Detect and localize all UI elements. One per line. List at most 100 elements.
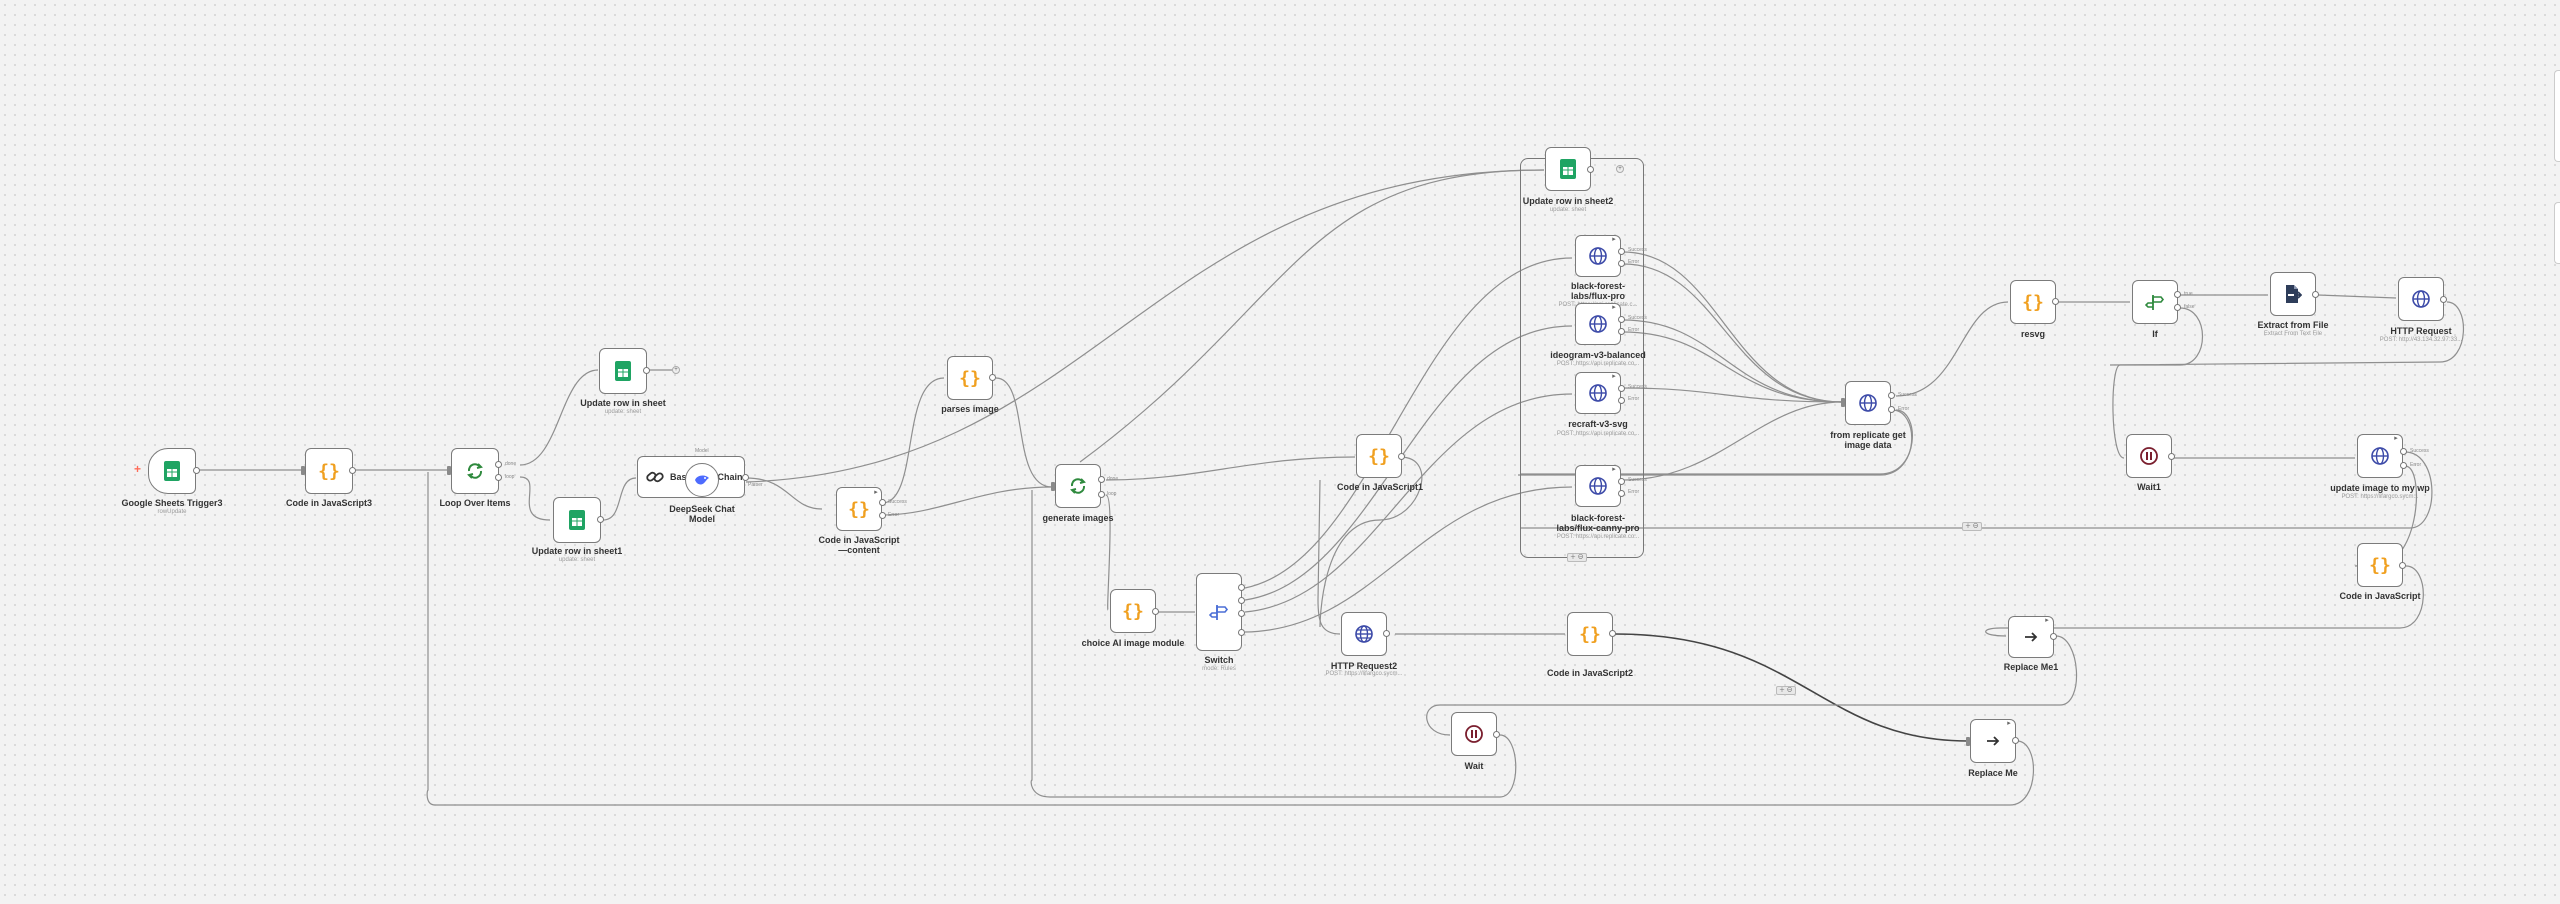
node-code-in-javascript-content[interactable]: {} bbox=[836, 487, 882, 531]
update-row-add-icon[interactable]: + bbox=[672, 366, 680, 374]
update-row2-add-icon[interactable]: + bbox=[1616, 165, 1624, 173]
chain-out-port[interactable] bbox=[742, 474, 749, 481]
loop-out-loop[interactable] bbox=[495, 474, 502, 481]
replace-run-icon[interactable]: ▸ bbox=[2007, 720, 2011, 727]
replace-out-port[interactable] bbox=[2012, 737, 2019, 744]
node-deepseek-chat-model[interactable] bbox=[685, 463, 719, 497]
switch-out-3[interactable] bbox=[1238, 629, 1245, 636]
node-code-in-javascript[interactable]: {} bbox=[2357, 543, 2403, 587]
switch-out-1[interactable] bbox=[1238, 597, 1245, 604]
trigger-plus-icon[interactable]: + bbox=[134, 462, 142, 476]
parses-out-port[interactable] bbox=[989, 374, 996, 381]
generate-out-done[interactable] bbox=[1098, 476, 1105, 483]
wp-out-success[interactable] bbox=[2400, 448, 2407, 455]
code2-out-port[interactable] bbox=[1609, 630, 1616, 637]
ideogram-out-error[interactable] bbox=[1618, 328, 1625, 335]
replace-in-port[interactable] bbox=[1966, 737, 1970, 746]
code-out-port[interactable] bbox=[2399, 562, 2406, 569]
canny-run-icon[interactable]: ▸ bbox=[1612, 466, 1616, 473]
node-http-request2[interactable] bbox=[1341, 612, 1387, 656]
node-code-in-javascript3[interactable]: {} bbox=[305, 448, 353, 494]
globe-icon bbox=[1354, 624, 1374, 644]
code2-wire-badge[interactable]: ＋ ⊖ bbox=[1776, 686, 1796, 695]
wp-wire-badge[interactable]: ＋ ⊖ bbox=[1962, 522, 1982, 531]
switch-out-0[interactable] bbox=[1238, 584, 1245, 591]
node-loop-over-items[interactable] bbox=[451, 448, 499, 494]
code3-in-port[interactable] bbox=[301, 466, 305, 475]
http2-out-port[interactable] bbox=[1383, 630, 1390, 637]
extract-out-port[interactable] bbox=[2312, 291, 2319, 298]
code3-out-port[interactable] bbox=[349, 467, 356, 474]
if-out-false[interactable] bbox=[2174, 304, 2181, 311]
node-ideogram[interactable] bbox=[1575, 303, 1621, 345]
resvg-out-port[interactable] bbox=[2052, 298, 2059, 305]
node-wait[interactable] bbox=[1451, 712, 1497, 756]
flux-out-error[interactable] bbox=[1618, 260, 1625, 267]
recraft-out-error[interactable] bbox=[1618, 397, 1625, 404]
replace1-out-port[interactable] bbox=[2050, 633, 2057, 640]
choice-out-port[interactable] bbox=[1152, 608, 1159, 615]
node-generate-images[interactable] bbox=[1055, 464, 1101, 508]
recraft-port-success: Success bbox=[1628, 384, 1647, 390]
loop-in-port[interactable] bbox=[447, 466, 451, 475]
node-code-in-javascript2[interactable]: {} bbox=[1567, 612, 1613, 656]
update-row1-out-port[interactable] bbox=[597, 516, 604, 523]
flux-out-success[interactable] bbox=[1618, 248, 1625, 255]
code1-out-port[interactable] bbox=[1398, 453, 1405, 460]
generate-out-loop[interactable] bbox=[1098, 491, 1105, 498]
content-out-error[interactable] bbox=[879, 512, 886, 519]
if-out-true[interactable] bbox=[2174, 291, 2181, 298]
loop-out-done[interactable] bbox=[495, 461, 502, 468]
content-out-success[interactable] bbox=[879, 499, 886, 506]
node-resvg[interactable]: {} bbox=[2010, 280, 2056, 324]
replicate-out-error[interactable] bbox=[1888, 406, 1895, 413]
ideogram-run-icon[interactable]: ▸ bbox=[1612, 304, 1616, 311]
side-panel-handle-bottom[interactable] bbox=[2554, 202, 2560, 264]
node-parses-image[interactable]: {} bbox=[947, 356, 993, 400]
wait-out-port[interactable] bbox=[1493, 731, 1500, 738]
wp-out-error[interactable] bbox=[2400, 462, 2407, 469]
trigger-out-port[interactable] bbox=[193, 467, 200, 474]
generate-in-port[interactable] bbox=[1051, 482, 1055, 491]
ideogram-port-error: Error bbox=[1628, 327, 1640, 333]
frame-badge[interactable]: ＋ ⊖ bbox=[1567, 553, 1587, 562]
node-from-replicate[interactable] bbox=[1845, 381, 1891, 425]
side-panel-handle-top[interactable] bbox=[2554, 70, 2560, 162]
update-row2-out-port[interactable] bbox=[1587, 166, 1594, 173]
node-extract-from-file[interactable] bbox=[2270, 272, 2316, 316]
node-update-row-in-sheet2[interactable] bbox=[1545, 147, 1591, 191]
switch-out-2[interactable] bbox=[1238, 610, 1245, 617]
node-update-row-in-sheet[interactable] bbox=[599, 348, 647, 394]
node-switch[interactable] bbox=[1196, 573, 1242, 651]
replicate-in-port[interactable] bbox=[1841, 398, 1845, 407]
flux-run-icon[interactable]: ▸ bbox=[1612, 236, 1616, 243]
node-replace-me[interactable] bbox=[1970, 719, 2016, 763]
wait1-out-port[interactable] bbox=[2168, 453, 2175, 460]
node-choice-ai-image-module[interactable]: {} bbox=[1110, 589, 1156, 633]
ideogram-out-success[interactable] bbox=[1618, 316, 1625, 323]
node-google-sheets-trigger3[interactable] bbox=[148, 448, 196, 494]
canny-out-success[interactable] bbox=[1618, 478, 1625, 485]
node-if[interactable] bbox=[2132, 280, 2178, 324]
replace1-run-icon[interactable]: ▸ bbox=[2045, 617, 2049, 624]
content-run-icon[interactable]: ▸ bbox=[874, 489, 878, 496]
node-code-in-javascript1[interactable]: {} bbox=[1356, 434, 1402, 478]
wire-http2-back bbox=[1317, 479, 1341, 635]
node-update-row-in-sheet1[interactable] bbox=[553, 497, 601, 543]
node-flux-pro[interactable] bbox=[1575, 235, 1621, 277]
update-row-out-port[interactable] bbox=[643, 367, 650, 374]
node-flux-canny-pro[interactable] bbox=[1575, 465, 1621, 507]
recraft-run-icon[interactable]: ▸ bbox=[1612, 373, 1616, 380]
canny-out-error[interactable] bbox=[1618, 490, 1625, 497]
node-update-image-to-my-wp[interactable] bbox=[2357, 434, 2403, 478]
generate-port-done: done bbox=[1107, 476, 1119, 482]
node-wait1[interactable] bbox=[2126, 434, 2172, 478]
wp-run-icon[interactable]: ▸ bbox=[2394, 435, 2398, 442]
node-recraft[interactable] bbox=[1575, 372, 1621, 414]
content-label: Code in JavaScript—content bbox=[818, 535, 900, 555]
http-out-port[interactable] bbox=[2440, 296, 2447, 303]
replicate-out-success[interactable] bbox=[1888, 392, 1895, 399]
recraft-out-success[interactable] bbox=[1618, 385, 1625, 392]
node-http-request[interactable] bbox=[2398, 277, 2444, 321]
